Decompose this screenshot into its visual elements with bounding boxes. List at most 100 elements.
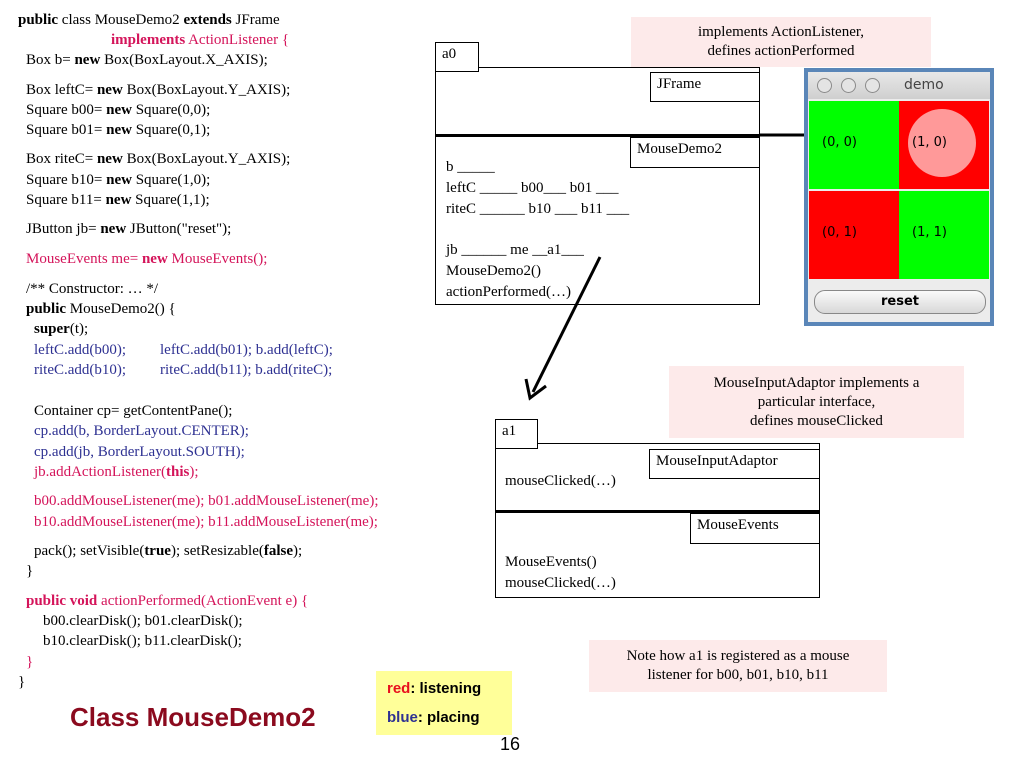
partition-divider [435,134,760,137]
code-line: b00.addMouseListener(me); b01.addMouseLi… [34,492,379,510]
demo-window-body: demo (0, 0) (1, 0) (0, 1) (1, 1) reset [808,72,990,322]
demo-window-title: demo [904,77,944,93]
code-text: leftC.add(b01); b.add(leftC); [160,342,333,358]
code-keyword: new [141,251,168,267]
reference-arrow-line [531,256,602,393]
code-line: Box b= new Box(BoxLayout.X_AXIS); [26,51,268,69]
code-line: Square b01= new Square(0,1); [26,121,210,139]
demo-title-bar: demo [808,72,990,99]
code-line: riteC.add(b11); b.add(riteC); [160,361,332,379]
method-mouseclicked-adaptor: mouseClicked(…) [505,473,616,489]
code-text: b10.addMouseListener(me); b11.addMouseLi… [34,514,378,530]
code-keyword: this [166,464,190,480]
code-line: jb.addActionListener(this); [34,463,199,481]
zoom-icon[interactable] [865,78,880,93]
note-line: MouseInputAdaptor implements a [713,375,920,391]
note-line: defines actionPerformed [707,43,855,59]
code-line: MouseEvents me= new MouseEvents(); [26,250,267,268]
code-brace: } [26,654,34,670]
note-line: Note how a1 is registered as a mouse [626,648,850,664]
code-text: Square(0,0); [131,102,211,118]
object-a0-name: a0 [435,42,479,72]
partition-divider [495,510,820,513]
code-text: Square(0,1); [131,122,211,138]
code-text: MouseEvents(); [167,251,268,267]
code-keyword: new [74,52,101,68]
code-keyword: new [106,122,132,138]
code-line: pack(); setVisible(true); setResizable(f… [34,542,302,560]
field-ritec: riteC ______ b10 ___ b11 ___ [446,201,630,217]
square-label: (1, 0) [912,135,947,150]
field-b: b _____ [446,159,495,175]
legend-red-word: red [387,680,411,697]
mouseevents-partition-label: MouseEvents [690,513,820,544]
code-keyword: false [263,543,294,559]
square-b10[interactable]: (1, 0) [899,101,989,189]
code-keyword: super [34,321,70,337]
code-keyword: true [144,543,171,559]
code-text: ); setResizable( [170,543,264,559]
reset-button[interactable]: reset [814,290,986,314]
code-text: riteC.add(b10); [34,362,127,378]
note-line: listener for b00, b01, b10, b11 [647,667,829,683]
code-text: Square(1,1); [131,192,210,208]
legend-red-entry: red: listening [387,680,481,697]
code-keyword: new [106,102,132,118]
code-line: public class MouseDemo2 extends JFrame [18,11,280,29]
code-line: cp.add(jb, BorderLayout.SOUTH); [34,443,245,461]
method-mouseclicked-events: mouseClicked(…) [505,575,616,591]
code-text: b00.clearDisk(); b01.clearDisk(); [43,613,243,629]
square-b01[interactable]: (0, 1) [809,191,899,279]
code-line: riteC.add(b10); [34,361,126,379]
code-text: b00.addMouseListener(me); b01.addMouseLi… [34,493,379,509]
code-text: ActionListener { [185,32,290,48]
code-keyword: new [96,151,123,167]
note-mouseinputadaptor: MouseInputAdaptor implements a particula… [669,366,964,438]
code-comment: /** Constructor: … */ [26,281,159,297]
code-keyword: new [100,221,127,237]
jframe-partition-label: JFrame [650,72,760,102]
code-line: } [26,562,33,580]
square-label: (0, 1) [822,225,857,240]
object-a1-name: a1 [495,419,538,449]
close-icon[interactable] [817,78,832,93]
code-text: Square(1,0); [131,172,211,188]
field-leftc: leftC _____ b00___ b01 ___ [446,180,619,196]
code-line: b00.clearDisk(); b01.clearDisk(); [43,612,243,630]
reference-arrowhead [524,378,547,401]
code-line: leftC.add(b00); [34,341,126,359]
note-line: implements ActionListener, [697,24,865,40]
code-text: b10.clearDisk(); b11.clearDisk(); [43,633,242,649]
field-jb-me: jb ______ me __a1___ [446,242,584,258]
note-actionlistener: implements ActionListener, defines actio… [631,17,931,67]
code-text: (t); [69,321,89,337]
method-constructor: MouseDemo2() [446,263,541,279]
mouseinputadaptor-partition-label: MouseInputAdaptor [649,449,820,479]
legend-blue-word: blue [387,709,418,726]
square-b11[interactable]: (1, 1) [899,191,989,279]
code-text: pack(); setVisible( [34,543,145,559]
code-line: } [18,673,25,691]
code-text: jb.addActionListener( [34,464,167,480]
code-keyword: new [96,82,123,98]
code-text: riteC.add(b11); b.add(riteC); [160,362,333,378]
code-text: ); [293,543,303,559]
legend-red-text: : listening [410,680,482,697]
legend-blue-entry: blue: placing [387,709,480,726]
code-line: Container cp= getContentPane(); [34,402,232,420]
code-text: actionPerformed(ActionEvent e) { [97,593,309,609]
note-line: particular interface, [757,394,876,410]
code-line: b10.clearDisk(); b11.clearDisk(); [43,632,242,650]
minimize-icon[interactable] [841,78,856,93]
code-line: Square b00= new Square(0,0); [26,101,210,119]
code-text: Square b11= [26,192,106,208]
code-text: ); [189,464,199,480]
square-b00[interactable]: (0, 0) [809,101,899,189]
disk [908,109,976,177]
code-keyword: public [18,12,59,28]
code-keyword: implements [111,32,186,48]
code-text: class MouseDemo2 [58,12,184,28]
code-line: } [26,653,33,671]
code-text: Box(BoxLayout.Y_AXIS); [122,82,291,98]
code-line: super(t); [34,320,88,338]
